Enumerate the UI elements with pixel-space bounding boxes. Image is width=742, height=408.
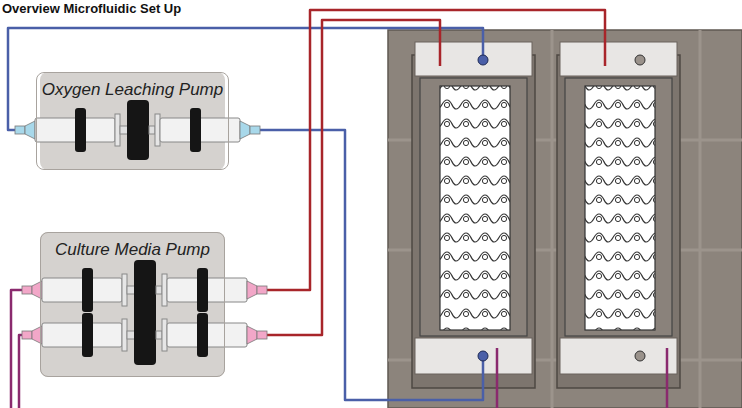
pump-label: Oxygen Leaching Pump — [37, 73, 228, 100]
pump-housing: Culture Media Pump — [40, 232, 225, 377]
figure-title: Overview Microfluidic Set Up — [2, 1, 181, 16]
pump-label: Culture Media Pump — [41, 233, 224, 260]
pump-housing: Oxygen Leaching Pump — [36, 72, 229, 170]
